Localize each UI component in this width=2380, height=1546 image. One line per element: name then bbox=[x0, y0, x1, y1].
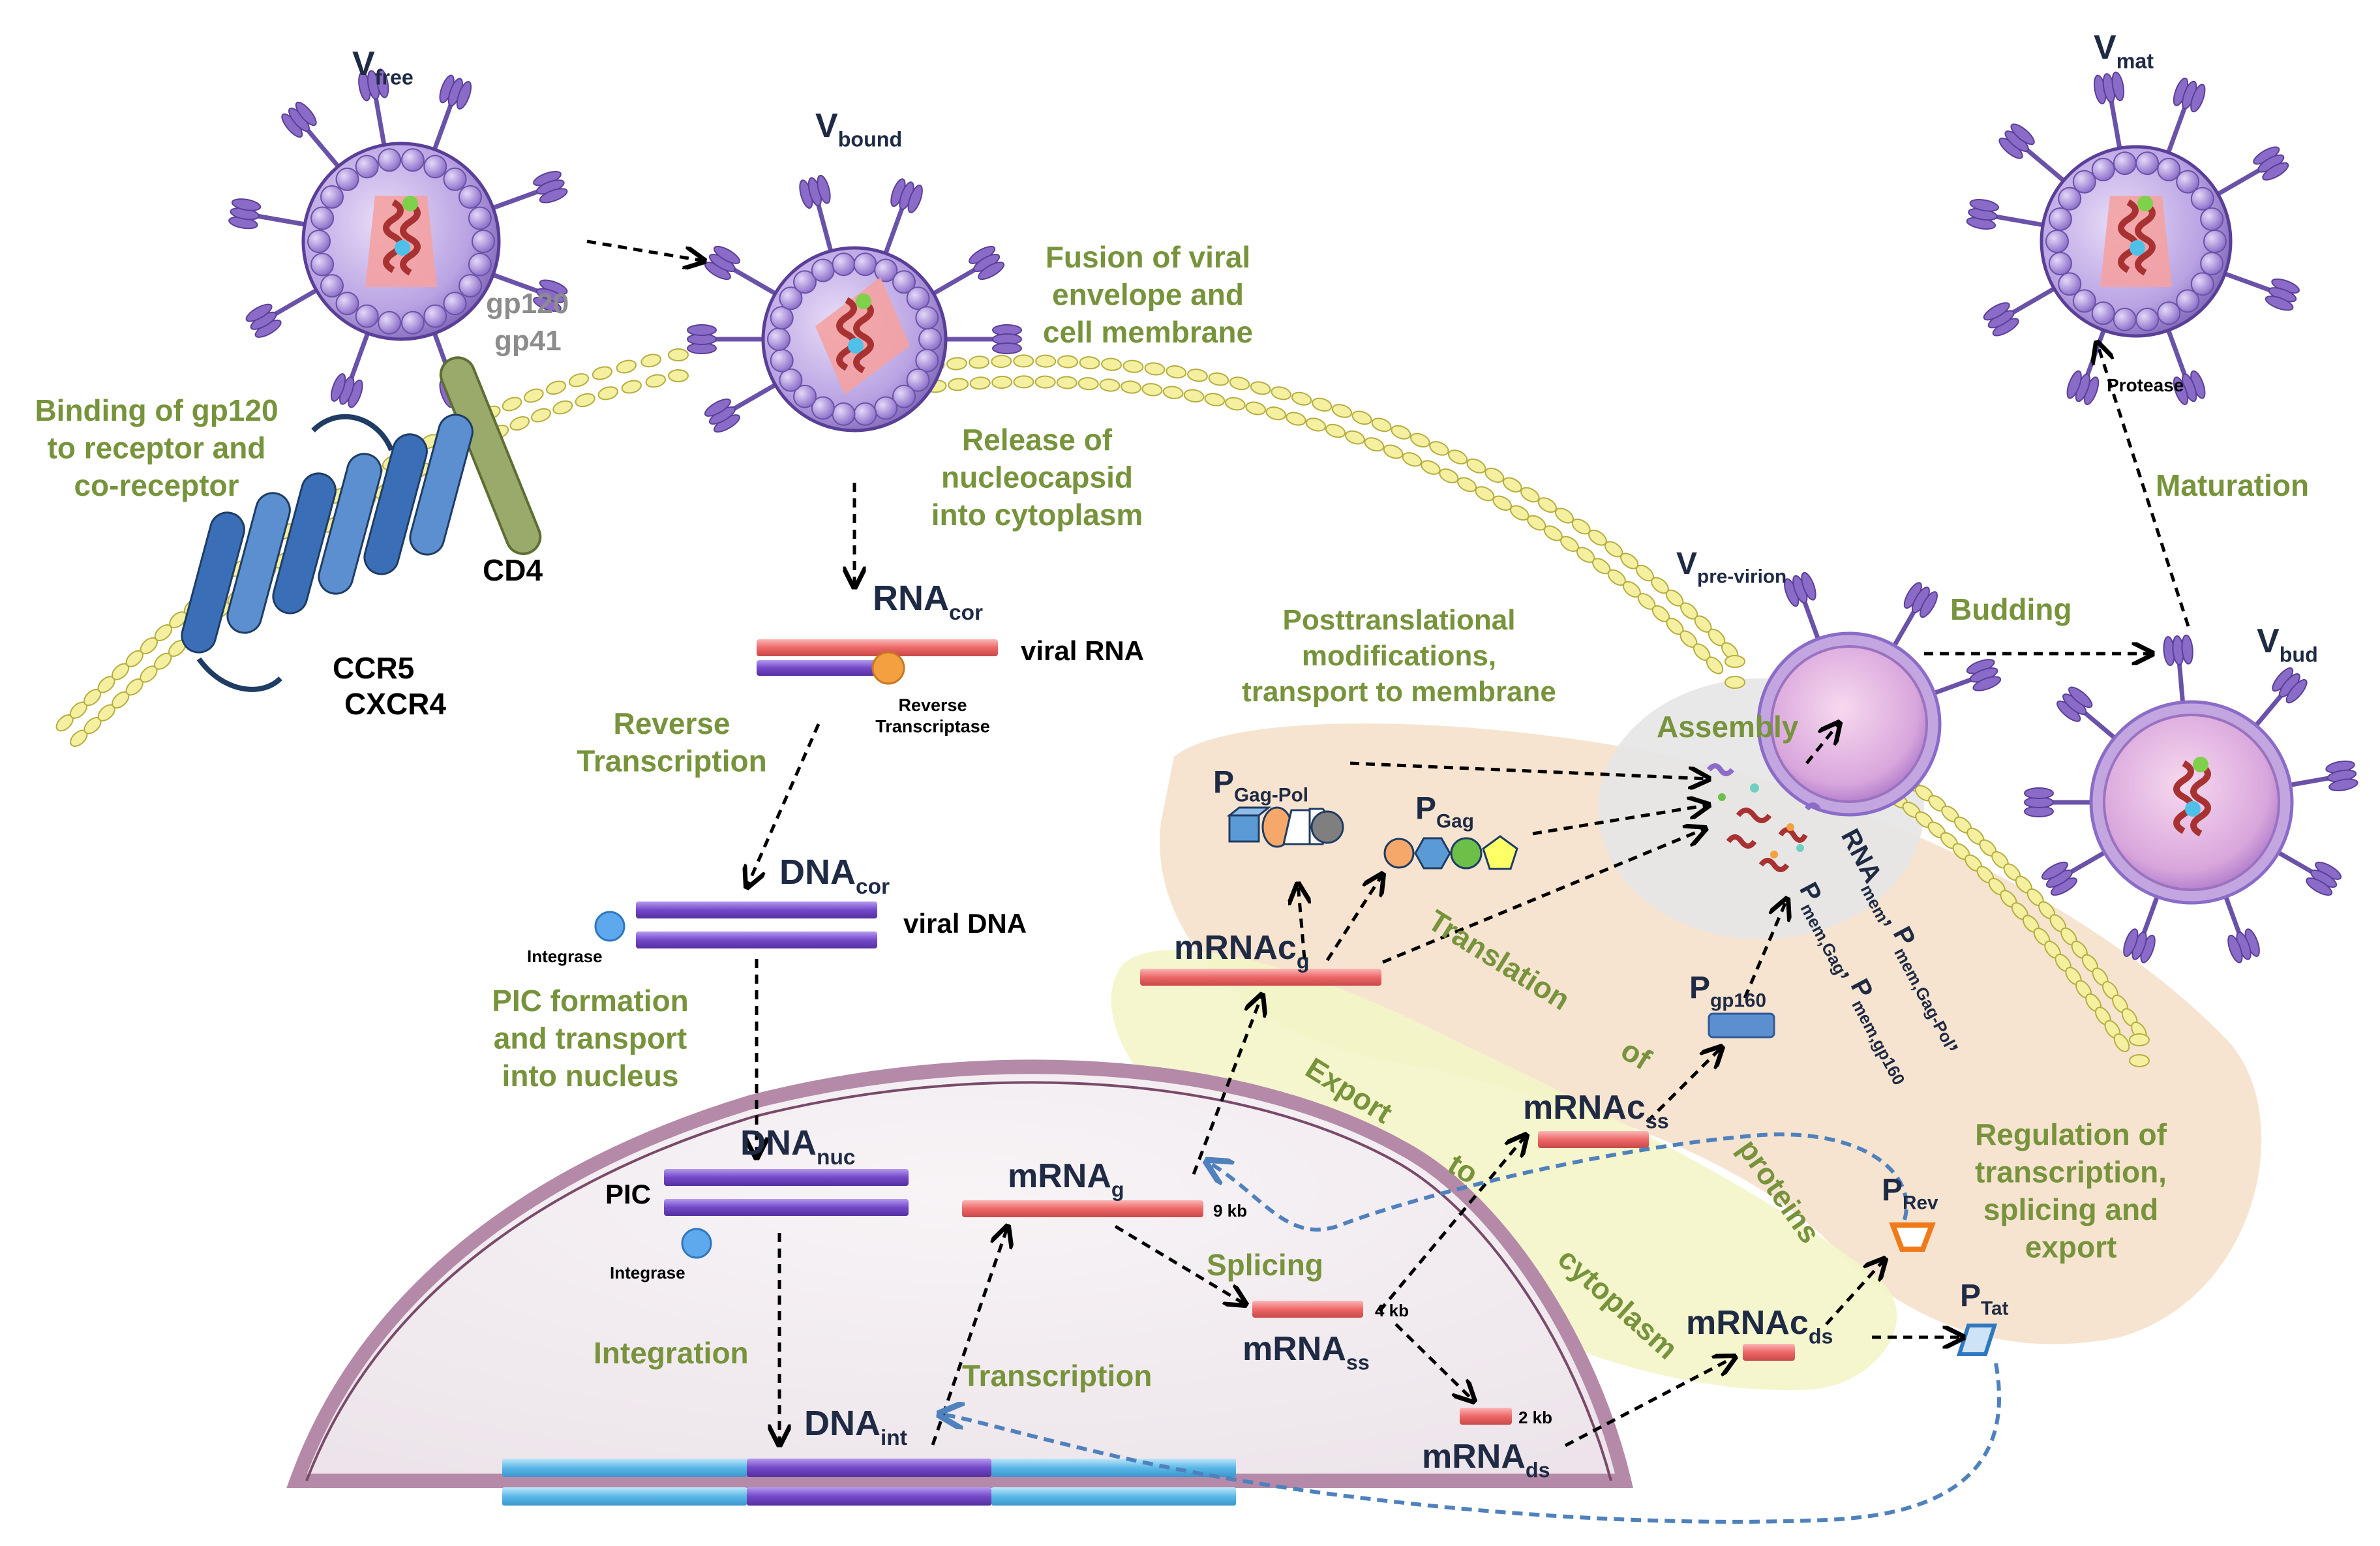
v-previrion-label: Vpre-virion bbox=[1676, 547, 1786, 587]
cd4-label: CD4 bbox=[483, 553, 543, 587]
virus-previrion bbox=[1756, 571, 2002, 817]
ccr5-label: CCR5 bbox=[333, 651, 414, 685]
p-rev-label: PRev bbox=[1882, 1173, 1938, 1213]
assembly-fragments bbox=[1706, 763, 1821, 872]
p-gag-label: PGag bbox=[1415, 791, 1474, 832]
mrnac-g-bar bbox=[1140, 969, 1381, 986]
regulation-arrows bbox=[939, 1132, 2002, 1524]
p-rev-icon bbox=[1889, 1222, 1936, 1252]
assembly-text: Assembly bbox=[1657, 710, 1799, 744]
release-text-line-1: Release of bbox=[962, 423, 1113, 457]
gp41-label: gp41 bbox=[494, 325, 562, 357]
dna-int-label: DNAint bbox=[804, 1404, 907, 1450]
binding-text-line-2: to receptor and bbox=[48, 431, 266, 465]
viral-dna-label: viral DNA bbox=[903, 908, 1027, 939]
virus-bound bbox=[687, 174, 1022, 433]
reverse-transcriptase-label-line-1: Reverse bbox=[898, 695, 967, 715]
reverse-transcriptase-label-line-2: Transcriptase bbox=[875, 716, 990, 736]
pic-formation-text-line-3: into nucleus bbox=[502, 1059, 679, 1093]
size-2kb-label: 2 kb bbox=[1518, 1408, 1552, 1427]
rna-cor-strands bbox=[757, 639, 998, 685]
mrnac-ds-bar bbox=[1743, 1344, 1795, 1361]
binding-text-line-3: co-receptor bbox=[74, 468, 239, 502]
dna-nuc-strands bbox=[664, 1169, 909, 1259]
rna-cor-label: RNAcor bbox=[873, 579, 983, 625]
release-text-line-3: into cytoplasm bbox=[931, 498, 1143, 532]
regulation-text-line-4: export bbox=[2025, 1230, 2117, 1264]
size-4kb-label: 4 kb bbox=[1375, 1301, 1409, 1320]
mrna-ss-label: mRNAss bbox=[1243, 1330, 1370, 1374]
mrnac-ss-label: mRNAcss bbox=[1523, 1089, 1669, 1133]
virus-bud bbox=[2024, 634, 2358, 963]
v-bud-label: Vbud bbox=[2257, 622, 2318, 667]
cxcr4-label: CXCR4 bbox=[344, 687, 446, 721]
virions bbox=[228, 68, 2358, 963]
protease-label: Protease bbox=[2107, 375, 2184, 395]
gp120-label: gp120 bbox=[486, 288, 569, 320]
mrnac-g-label: mRNAcg bbox=[1174, 929, 1310, 973]
mrna-ds-label: mRNAds bbox=[1422, 1438, 1550, 1482]
reverse-transcription-text-line-2: Transcription bbox=[577, 744, 766, 778]
membrane-lower-right bbox=[1876, 766, 2150, 1067]
cd4-receptor bbox=[439, 356, 542, 555]
virus-free bbox=[228, 68, 568, 408]
virus-mat bbox=[1966, 71, 2300, 405]
release-text-line-2: nucleocapsid bbox=[941, 461, 1133, 494]
nucleus bbox=[286, 1059, 1633, 1488]
reverse-transcriptase-icon bbox=[871, 651, 905, 685]
mrna-ds-bar bbox=[1460, 1408, 1512, 1425]
posttranslational-text-line-2: modifications, bbox=[1302, 640, 1496, 672]
size-9kb-label: 9 kb bbox=[1213, 1201, 1247, 1220]
nucleus-membrane-inner bbox=[305, 1081, 1612, 1481]
integrase-label-2: Integrase bbox=[610, 1263, 685, 1282]
pic-label: PIC bbox=[605, 1179, 651, 1209]
mrna-ss-bar bbox=[1252, 1301, 1363, 1318]
p-gag-icon bbox=[1383, 835, 1518, 870]
p-gagpol-label: PGag-Pol bbox=[1213, 765, 1308, 806]
dna-cor-label: DNAcor bbox=[779, 853, 890, 899]
ccr5-coreceptor bbox=[181, 414, 474, 692]
export-region-shading bbox=[1111, 950, 1897, 1391]
binding-text-line-1: Binding of gp120 bbox=[35, 393, 278, 427]
integrase-icon bbox=[594, 911, 625, 942]
p-gp160-label: Pgp160 bbox=[1689, 971, 1766, 1011]
transcription-text: Transcription bbox=[962, 1359, 1152, 1393]
pic-formation-text-line-1: PIC formation bbox=[492, 984, 689, 1018]
budding-text: Budding bbox=[1950, 592, 2072, 626]
v-mat-label: Vmat bbox=[2094, 29, 2154, 73]
viral-rna-label: viral RNA bbox=[1021, 635, 1144, 666]
mrna-g-bar bbox=[962, 1200, 1203, 1217]
posttranslational-text-line-3: transport to membrane bbox=[1242, 676, 1556, 708]
regulation-text-line-2: transcription, bbox=[1975, 1155, 2167, 1189]
p-tat-label: PTat bbox=[1960, 1279, 2009, 1319]
splicing-text: Splicing bbox=[1207, 1248, 1323, 1282]
pic-formation-text-line-2: and transport bbox=[494, 1022, 687, 1055]
p-gagpol-icon bbox=[1226, 806, 1344, 848]
mrnac-ss-bar bbox=[1538, 1131, 1649, 1148]
v-bound-label: Vbound bbox=[815, 107, 902, 151]
regulation-text-line-3: splicing and bbox=[1983, 1192, 2158, 1226]
dna-cor-strands bbox=[594, 902, 877, 948]
maturation-text: Maturation bbox=[2156, 468, 2309, 502]
fusion-text-line-3: cell membrane bbox=[1043, 315, 1253, 349]
p-gp160-icon bbox=[1708, 1012, 1775, 1038]
fusion-text-line-2: envelope and bbox=[1052, 278, 1244, 312]
integrase-label-1: Integrase bbox=[527, 947, 603, 966]
reverse-transcription-text-line-1: Reverse bbox=[613, 706, 730, 740]
mrnac-ds-label: mRNAcds bbox=[1686, 1304, 1833, 1348]
v-free-label: Vfree bbox=[352, 45, 414, 89]
integrase-icon-2 bbox=[681, 1228, 712, 1259]
fusion-text-line-1: Fusion of viral bbox=[1046, 240, 1250, 274]
regulation-text-line-1: Regulation of bbox=[1975, 1117, 2167, 1151]
mrna-g-label: mRNAg bbox=[1008, 1157, 1124, 1202]
integration-text: Integration bbox=[594, 1336, 749, 1370]
dna-int-strands bbox=[502, 1459, 1236, 1506]
posttranslational-text-line-1: Posttranslational bbox=[1283, 604, 1516, 636]
dna-nuc-label: DNAnuc bbox=[740, 1123, 856, 1170]
